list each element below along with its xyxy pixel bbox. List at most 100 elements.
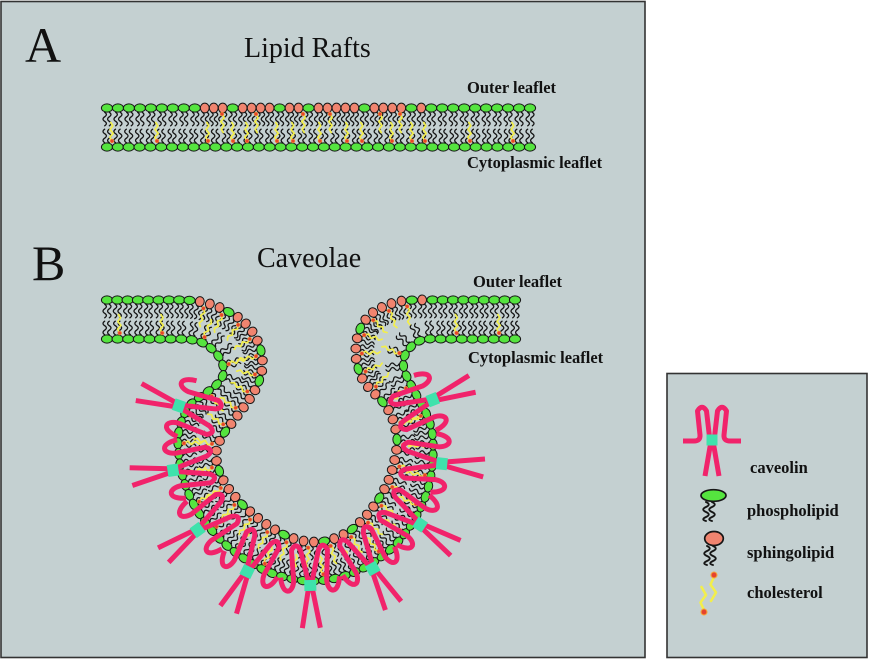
cholesterol-body xyxy=(108,121,115,142)
lipid-tails xyxy=(143,303,153,319)
cholesterol-body xyxy=(381,345,401,355)
cholesterol xyxy=(226,357,248,367)
lipid-tails xyxy=(200,128,210,144)
lipid-tails xyxy=(189,128,199,144)
phospholipid-head xyxy=(165,142,179,152)
phospholipid xyxy=(512,103,526,127)
cholesterol xyxy=(221,502,237,520)
lipid-tails xyxy=(164,303,174,319)
phospholipid-head xyxy=(480,103,493,113)
phospholipid-head xyxy=(405,103,418,113)
phospholipid-head xyxy=(458,142,472,152)
caveolin-hairpin-left xyxy=(337,537,373,587)
lipid-tails xyxy=(133,303,143,319)
cholesterol-body xyxy=(329,545,338,565)
cholesterol xyxy=(235,369,258,377)
sphingolipid-head xyxy=(387,102,398,114)
phospholipid-head xyxy=(226,103,239,113)
lipid-tails xyxy=(279,558,290,574)
lipid-tails xyxy=(424,320,435,336)
sphingolipid-head xyxy=(244,393,255,405)
caveolin-icon-core xyxy=(706,434,718,446)
cholesterol xyxy=(358,121,365,144)
caveolin-hairpin-left xyxy=(398,462,448,495)
phospholipid-head xyxy=(490,103,504,113)
caveolin-hairpin-left xyxy=(178,377,224,412)
cholesterol-head xyxy=(328,543,333,549)
cholesterol-head xyxy=(390,484,395,490)
cholesterol-body xyxy=(327,113,334,134)
lipid-tails xyxy=(200,111,210,127)
sphingolipid xyxy=(370,379,390,400)
cholesterol-head xyxy=(265,529,270,535)
cholesterol xyxy=(238,517,253,536)
phospholipid-head xyxy=(188,103,201,113)
cholesterol xyxy=(300,111,307,134)
phospholipid xyxy=(144,103,157,127)
cholesterol-head xyxy=(404,304,410,309)
cholesterol xyxy=(153,121,160,144)
phospholipid xyxy=(395,332,417,353)
cholesterol-head xyxy=(363,369,368,374)
cholesterol-body xyxy=(397,113,404,134)
caveolin-hairpin-right xyxy=(168,468,218,501)
phospholipid-head xyxy=(132,334,145,344)
sphingolipid-head xyxy=(238,402,249,413)
cholesterol xyxy=(377,111,384,134)
phospholipid xyxy=(413,427,437,441)
phospholipid-head xyxy=(423,334,437,344)
sphingolipid xyxy=(214,410,237,429)
phospholipid-head xyxy=(445,334,458,344)
panel-b: B Caveolae Outer leaflet Cytoplasmic lea… xyxy=(32,235,604,629)
sphingolipid-head xyxy=(246,326,258,337)
cholesterol xyxy=(116,313,122,336)
lipid-tails xyxy=(176,320,187,336)
phospholipid-head xyxy=(296,142,309,152)
cholesterol xyxy=(509,121,516,144)
cholesterol xyxy=(159,313,165,336)
cholesterol-body xyxy=(206,413,225,426)
cholesterol-body xyxy=(233,338,251,351)
cholesterol-body xyxy=(193,437,213,446)
lipid-tails xyxy=(145,128,155,144)
sphingolipid xyxy=(416,102,427,127)
panel-b-letter: B xyxy=(32,235,65,291)
cholesterol-body xyxy=(238,518,251,536)
caveolin-hairpin-left xyxy=(162,437,214,471)
lipid-tails xyxy=(438,128,448,144)
caveolin-tail xyxy=(129,465,171,488)
lipid-tails xyxy=(478,320,488,336)
lipid-tails xyxy=(458,303,469,319)
caveolin-hairpin-right xyxy=(199,513,241,556)
sphingolipid-head xyxy=(237,102,248,114)
phospholipid-head xyxy=(425,103,438,113)
phospholipid xyxy=(523,103,537,127)
lipid-tails xyxy=(134,128,145,144)
cholesterol xyxy=(327,111,334,134)
phospholipid-head xyxy=(306,142,320,152)
phospholipid-head xyxy=(477,334,490,344)
phospholipid-head xyxy=(480,142,493,152)
sphingolipid xyxy=(387,102,398,127)
lipid-tails xyxy=(525,128,535,144)
lipid-tails xyxy=(340,111,351,127)
phospholipid-head xyxy=(498,334,511,344)
cholesterol xyxy=(365,520,384,536)
phospholipid-head xyxy=(209,142,222,152)
phospholipid xyxy=(458,103,471,127)
sphingolipid-head xyxy=(389,455,401,465)
lipid-tails xyxy=(227,529,241,545)
phospholipid xyxy=(523,128,537,152)
lipid-tails xyxy=(331,111,342,127)
cholesterol-head xyxy=(181,441,187,446)
sphingolipid-head xyxy=(244,506,256,517)
phospholipid xyxy=(375,533,396,555)
caveolin-core xyxy=(435,457,448,471)
lipid-tails xyxy=(243,356,259,366)
phospholipid-head xyxy=(111,295,124,305)
phospholipid-head xyxy=(285,142,298,152)
phospholipid-head xyxy=(100,295,114,305)
lipid-tails xyxy=(335,557,347,573)
phospholipid-head xyxy=(447,142,461,152)
sphingolipid-head xyxy=(208,102,219,114)
